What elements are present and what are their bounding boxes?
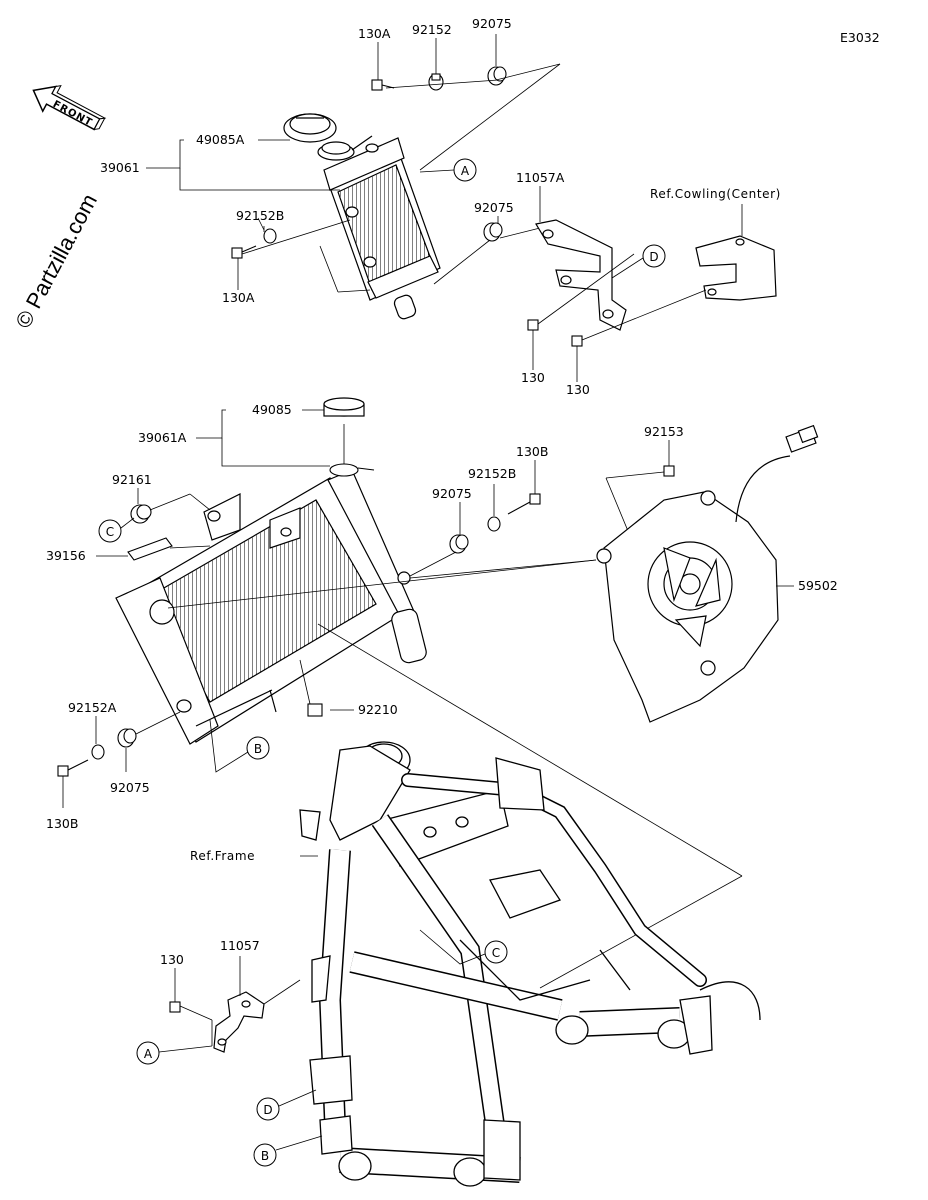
label-92075-top: 92075 xyxy=(472,16,512,31)
grommet-92075-mid xyxy=(483,222,503,242)
radiator-cap-main xyxy=(323,397,365,417)
label-130-low: 130 xyxy=(160,952,184,967)
bolt-130B-right xyxy=(507,493,541,515)
bracket-11057A xyxy=(535,219,627,331)
label-130-b: 130 xyxy=(566,382,590,397)
label-92075-right: 92075 xyxy=(432,486,472,501)
label-92153: 92153 xyxy=(644,424,684,439)
diagram-code: E3032 xyxy=(840,30,880,45)
washer-92152B-right xyxy=(487,516,501,532)
callout-C-mid-label: C xyxy=(106,525,114,539)
callout-C-low-label: C xyxy=(492,946,500,960)
label-ref-cowling: Ref.Cowling(Center) xyxy=(650,187,781,201)
callout-C-low: C xyxy=(484,940,508,964)
label-39061: 39061 xyxy=(100,160,140,175)
front-arrow-icon: FRONT xyxy=(32,85,107,131)
grommet-92075-top xyxy=(487,66,507,86)
fan-assembly xyxy=(596,424,819,723)
grommet-92075-right xyxy=(449,534,469,554)
label-39156: 39156 xyxy=(46,548,86,563)
bracket-11057 xyxy=(213,991,265,1053)
label-92152B-left: 92152B xyxy=(236,208,284,223)
callout-A-low-label: A xyxy=(144,1047,153,1061)
callout-D-low-label: D xyxy=(263,1103,272,1117)
callout-C-mid: C xyxy=(98,519,122,543)
grommet-92161 xyxy=(130,504,152,524)
label-92161: 92161 xyxy=(112,472,152,487)
upper-radiator xyxy=(317,135,441,320)
callout-B-mid: B xyxy=(246,736,270,760)
label-92152-top: 92152 xyxy=(412,22,452,37)
label-11057: 11057 xyxy=(220,938,260,953)
washer-92152-top xyxy=(428,73,444,91)
grommet-92075-low xyxy=(117,728,137,748)
washer-92152A xyxy=(91,744,105,760)
bolt-92153 xyxy=(663,465,675,477)
bolt-130-b xyxy=(571,335,583,347)
watermark: © Partzilla.com xyxy=(10,190,102,333)
label-59502: 59502 xyxy=(798,578,838,593)
bolt-130-a xyxy=(527,319,539,331)
callout-B-low: B xyxy=(253,1143,277,1167)
washer-92152B-left xyxy=(263,228,277,244)
label-92075-mid: 92075 xyxy=(474,200,514,215)
radiator-cap-upper xyxy=(283,113,337,143)
main-radiator xyxy=(115,469,427,745)
label-49085: 49085 xyxy=(252,402,292,417)
callout-D-top-label: D xyxy=(649,250,658,264)
label-92210: 92210 xyxy=(358,702,398,717)
nut-92210 xyxy=(307,703,323,717)
cowling-bracket xyxy=(695,235,777,301)
bolt-130B-low xyxy=(57,759,89,777)
label-92152B-right: 92152B xyxy=(468,466,516,481)
label-130B-low: 130B xyxy=(46,816,78,831)
callout-A-low: A xyxy=(136,1041,160,1065)
label-11057A: 11057A xyxy=(516,170,565,185)
callout-D-top: D xyxy=(642,244,666,268)
leader-lines xyxy=(96,34,541,711)
callout-B-low-label: B xyxy=(261,1149,269,1163)
label-39061A: 39061A xyxy=(138,430,187,445)
pad-39156 xyxy=(127,537,173,561)
bolt-130A-left xyxy=(231,245,257,259)
callout-B-mid-label: B xyxy=(254,742,262,756)
label-92075-low: 92075 xyxy=(110,780,150,795)
label-49085A: 49085A xyxy=(196,132,245,147)
label-92152A: 92152A xyxy=(68,700,117,715)
label-ref-frame: Ref.Frame xyxy=(190,849,255,863)
bolt-130-low xyxy=(169,1001,181,1013)
label-130B-right: 130B xyxy=(516,444,548,459)
filler-neck xyxy=(329,463,375,477)
callout-A-top: A xyxy=(453,158,477,182)
label-130A-left: 130A xyxy=(222,290,255,305)
motorcycle-frame xyxy=(299,741,761,1187)
bolt-130A-top xyxy=(371,79,395,91)
label-130A-top: 130A xyxy=(358,26,391,41)
callout-A-top-label: A xyxy=(461,164,470,178)
label-130-a: 130 xyxy=(521,370,545,385)
callout-D-low: D xyxy=(256,1097,280,1121)
